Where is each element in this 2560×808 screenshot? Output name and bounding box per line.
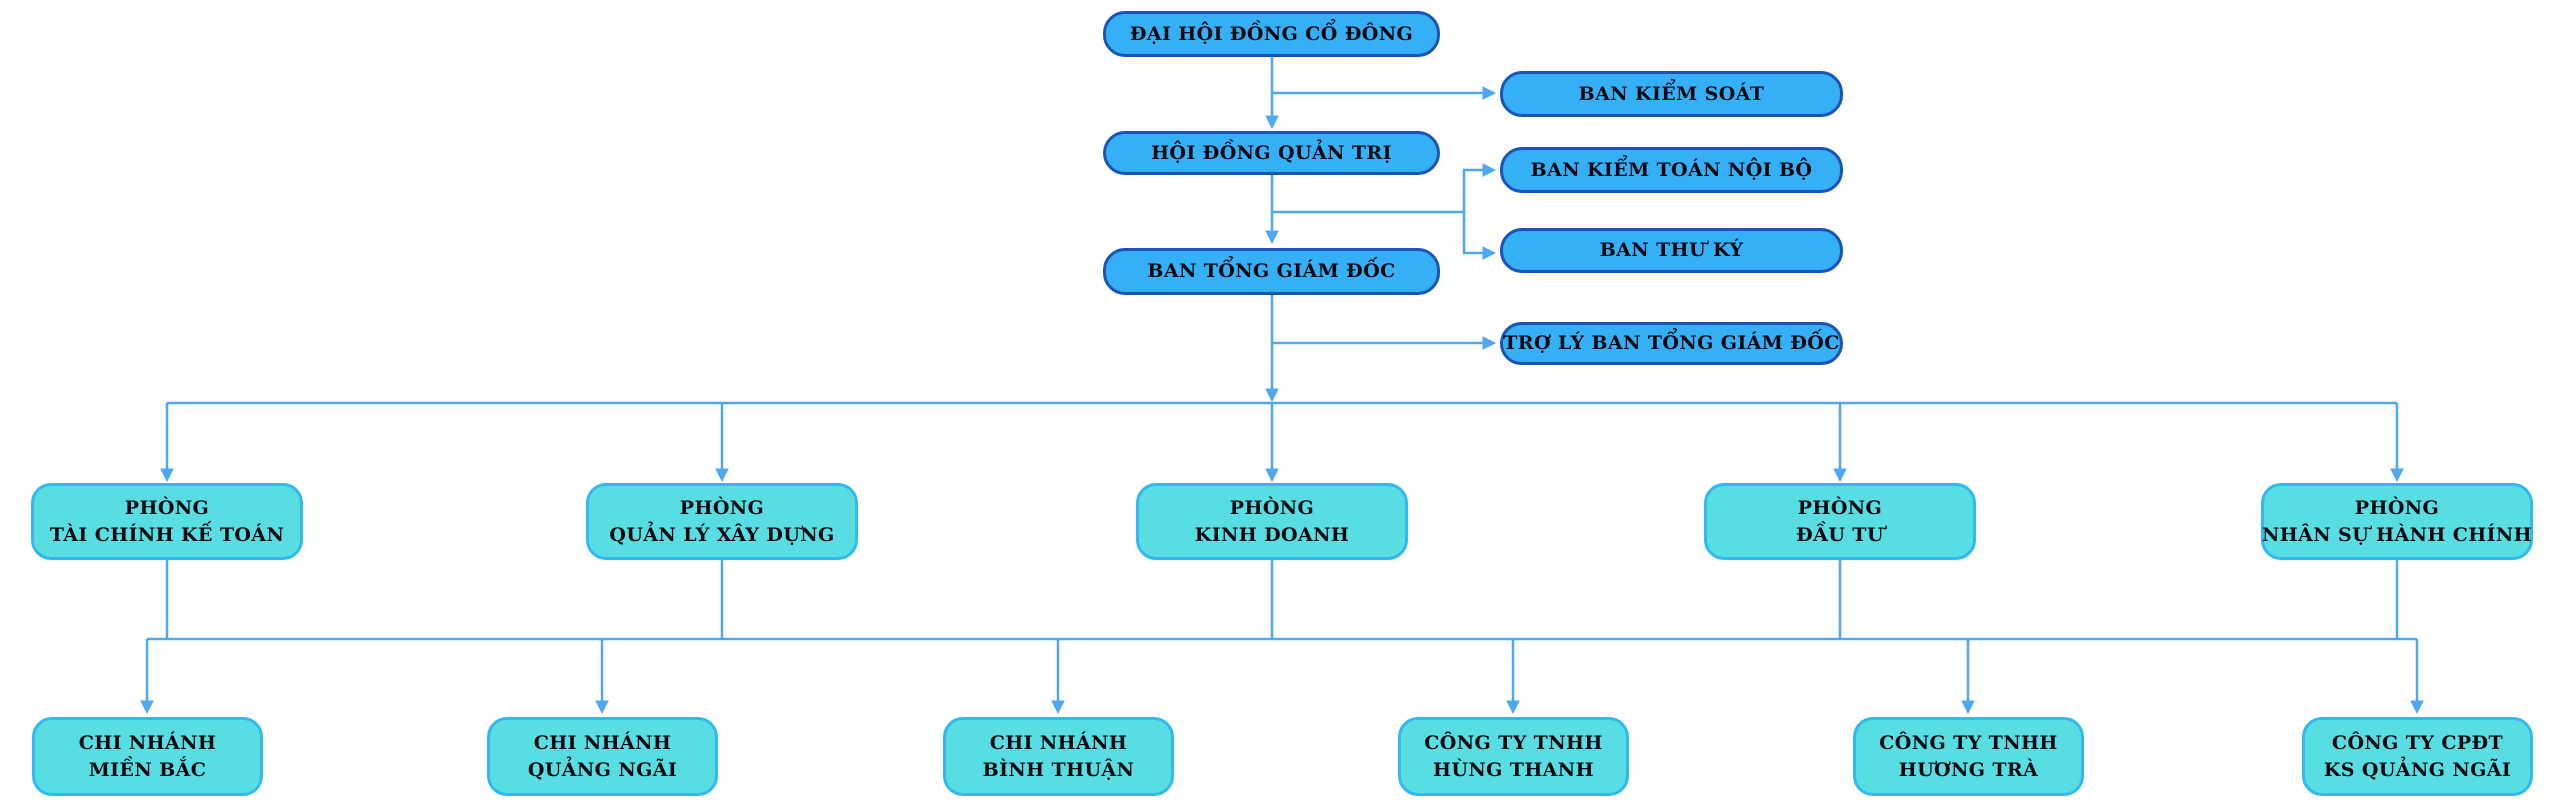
node-assistant-general-directors: TRỢ LÝ BAN TỔNG GIÁM ĐỐC [1500, 322, 1843, 365]
node-company-ks-quang-ngai-line1: CÔNG TY CPĐT [2331, 731, 2504, 754]
node-general-directors-board-label: BAN TỔNG GIÁM ĐỐC [1147, 260, 1396, 282]
connector-to-internal-audit [1462, 163, 1497, 212]
node-dept-construction-management: PHÒNG QUẢN LÝ XÂY DỰNG [586, 483, 858, 560]
node-assistant-general-directors-label: TRỢ LÝ BAN TỔNG GIÁM ĐỐC [1503, 332, 1840, 354]
node-supervisory-board: BAN KIỂM SOÁT [1500, 71, 1843, 117]
node-dept-hr-admin: PHÒNG NHÂN SỰ HÀNH CHÍNH [2261, 483, 2533, 560]
node-dept-finance-accounting-line2: TÀI CHÍNH KẾ TOÁN [49, 523, 285, 546]
node-board-of-directors: HỘI ĐỒNG QUẢN TRỊ [1103, 131, 1440, 175]
node-branch-binh-thuan-line2: BÌNH THUẬN [982, 758, 1135, 781]
node-branch-north-line2: MIỀN BẮC [88, 758, 207, 781]
node-dept-business-line1: PHÒNG [1229, 496, 1315, 519]
node-dept-business-line2: KINH DOANH [1194, 523, 1350, 546]
node-shareholders-meeting: ĐẠI HỘI ĐỒNG CỔ ĐÔNG [1103, 11, 1440, 57]
node-dept-business: PHÒNG KINH DOANH [1136, 483, 1408, 560]
node-general-directors-board: BAN TỔNG GIÁM ĐỐC [1103, 248, 1440, 295]
node-branch-binh-thuan: CHI NHÁNH BÌNH THUẬN [943, 717, 1174, 796]
node-supervisory-board-label: BAN KIỂM SOÁT [1578, 82, 1765, 105]
node-dept-hr-admin-line1: PHÒNG [2354, 496, 2440, 519]
node-company-hung-thanh-line2: HÙNG THANH [1433, 758, 1594, 781]
node-dept-construction-management-line2: QUẢN LÝ XÂY DỰNG [609, 523, 835, 546]
node-dept-hr-admin-line2: NHÂN SỰ HÀNH CHÍNH [2261, 523, 2533, 546]
node-dept-investment: PHÒNG ĐẦU TƯ [1704, 483, 1976, 560]
node-branch-quang-ngai-line1: CHI NHÁNH [533, 731, 672, 754]
node-company-hung-thanh-line1: CÔNG TY TNHH [1424, 731, 1603, 754]
node-branch-quang-ngai-line2: QUẢNG NGÃI [527, 758, 678, 781]
node-dept-construction-management-line1: PHÒNG [679, 496, 765, 519]
node-branch-quang-ngai: CHI NHÁNH QUẢNG NGÃI [487, 717, 718, 796]
node-secretariat-label: BAN THƯ KÝ [1599, 239, 1744, 261]
node-internal-audit-label: BAN KIỂM TOÁN NỘI BỘ [1530, 158, 1813, 181]
node-dept-investment-line2: ĐẦU TƯ [1796, 523, 1884, 546]
node-company-huong-tra: CÔNG TY TNHH HƯƠNG TRÀ [1853, 717, 2084, 796]
connector-to-secretariat [1462, 212, 1497, 260]
node-company-huong-tra-line2: HƯƠNG TRÀ [1898, 758, 2039, 781]
node-branch-binh-thuan-line1: CHI NHÁNH [989, 731, 1128, 754]
node-dept-investment-line1: PHÒNG [1797, 496, 1883, 519]
node-company-ks-quang-ngai-line2: KS QUẢNG NGÃI [2323, 758, 2512, 781]
node-dept-finance-accounting: PHÒNG TÀI CHÍNH KẾ TOÁN [31, 483, 303, 560]
node-company-hung-thanh: CÔNG TY TNHH HÙNG THANH [1398, 717, 1629, 796]
node-secretariat: BAN THƯ KÝ [1500, 228, 1843, 273]
node-company-huong-tra-line1: CÔNG TY TNHH [1879, 731, 2058, 754]
node-branch-north-line1: CHI NHÁNH [78, 731, 217, 754]
node-internal-audit: BAN KIỂM TOÁN NỘI BỘ [1500, 147, 1843, 193]
node-branch-north: CHI NHÁNH MIỀN BẮC [32, 717, 263, 796]
node-board-of-directors-label: HỘI ĐỒNG QUẢN TRỊ [1151, 141, 1392, 164]
node-company-ks-quang-ngai: CÔNG TY CPĐT KS QUẢNG NGÃI [2302, 717, 2533, 796]
node-shareholders-meeting-label: ĐẠI HỘI ĐỒNG CỔ ĐÔNG [1129, 22, 1414, 45]
node-dept-finance-accounting-line1: PHÒNG [124, 496, 210, 519]
